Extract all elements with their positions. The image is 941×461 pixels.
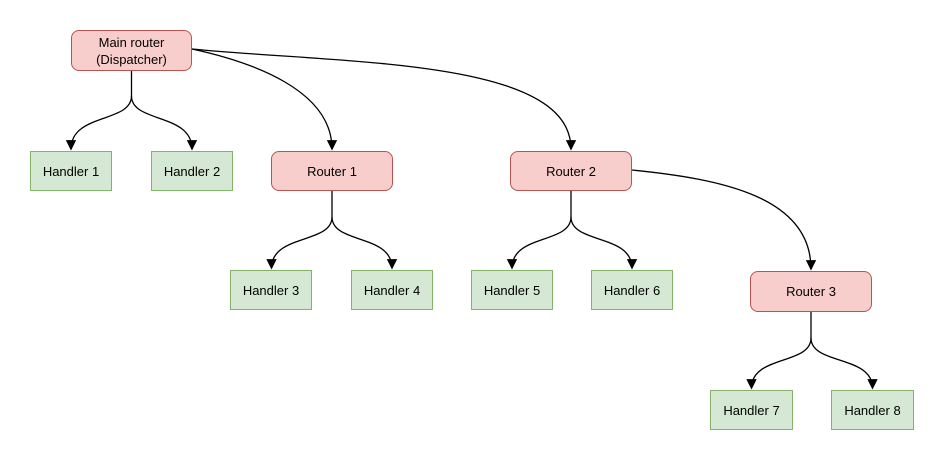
node-handler-7: Handler 7: [710, 390, 793, 430]
edge-router-2-to-router-3: [631, 169, 817, 271]
node-router-3: Router 3: [750, 271, 872, 312]
node-router-2: Router 2: [510, 151, 632, 191]
node-router-2-label: Router 2: [546, 163, 596, 179]
node-handler-2-label: Handler 2: [163, 163, 221, 179]
node-handler-5: Handler 5: [471, 270, 553, 310]
edge-main-router-to-router-1: [191, 48, 338, 151]
edge-main-router-to-handler-2: [130, 95, 198, 151]
node-handler-3-label: Handler 3: [242, 282, 300, 298]
node-handler-7-label: Handler 7: [723, 402, 780, 418]
edge-router-3-to-handler-7: [746, 337, 812, 390]
node-handler-1: Handler 1: [30, 151, 112, 191]
edge-router-2-to-handler-6: [570, 216, 638, 270]
node-main-router: Main router (Dispatcher): [71, 30, 192, 71]
node-handler-8: Handler 8: [831, 390, 914, 430]
node-handler-6-label: Handler 6: [603, 282, 661, 298]
node-handler-2: Handler 2: [151, 151, 233, 191]
node-handler-5-label: Handler 5: [483, 282, 541, 298]
node-handler-6: Handler 6: [591, 270, 673, 310]
edge-main-router-to-handler-1: [65, 95, 133, 151]
node-handler-8-label: Handler 8: [844, 402, 901, 418]
node-handler-4: Handler 4: [351, 270, 433, 310]
node-handler-3: Handler 3: [230, 270, 312, 310]
edge-main-router-to-router-2: [191, 48, 577, 151]
node-main-router-label: Main router: [98, 34, 165, 50]
edge-router-1-to-handler-3: [266, 216, 333, 270]
edge-router-1-to-handler-4: [331, 216, 398, 270]
node-main-router-sublabel: (Dispatcher): [96, 51, 167, 67]
node-handler-1-label: Handler 1: [42, 163, 100, 179]
edge-router-2-to-handler-5: [506, 216, 572, 270]
edge-router-3-to-handler-8: [810, 337, 878, 390]
node-handler-4-label: Handler 4: [363, 282, 421, 298]
node-router-1: Router 1: [271, 151, 393, 191]
node-router-1-label: Router 1: [307, 163, 357, 179]
node-router-3-label: Router 3: [786, 284, 836, 299]
